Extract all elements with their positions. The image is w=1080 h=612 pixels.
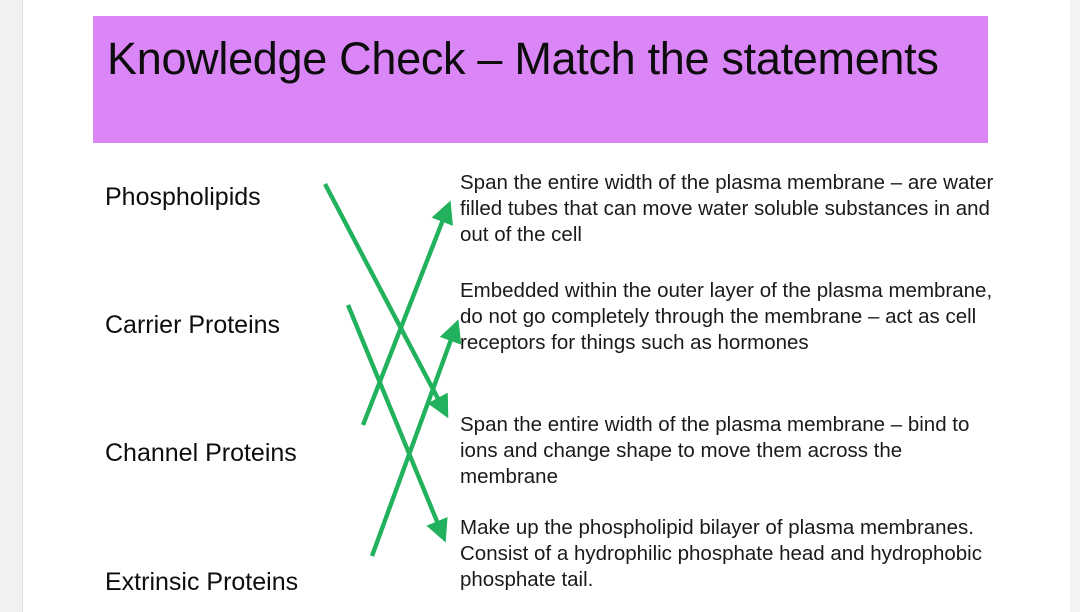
statement-item[interactable]: Span the entire width of the plasma memb… [460, 413, 970, 488]
term-channel-proteins[interactable]: Channel Proteins [105, 439, 297, 467]
statement-item[interactable]: Span the entire width of the plasma memb… [460, 171, 994, 246]
page-gutter-right [1069, 0, 1080, 612]
connector-carrier-proteins [345, 304, 448, 543]
term-extrinsic-proteins[interactable]: Extrinsic Proteins [105, 568, 299, 596]
slide-canvas: Knowledge Check – Match the statements P… [23, 0, 1070, 612]
term-phospholipids[interactable]: Phospholipids [105, 183, 261, 211]
statement-item[interactable]: Make up the phospholipid bilayer of plas… [460, 516, 982, 591]
page-title: Knowledge Check – Match the statements [107, 33, 939, 84]
title-banner: Knowledge Check – Match the statements [93, 16, 988, 143]
term-carrier-proteins[interactable]: Carrier Proteins [105, 311, 281, 339]
page-gutter-left [0, 0, 23, 612]
connector-extrinsic-proteins [369, 319, 462, 557]
connector-channel-proteins [360, 200, 453, 426]
statement-item[interactable]: Embedded within the outer layer of the p… [460, 279, 993, 354]
connector-phospholipids [323, 182, 449, 419]
